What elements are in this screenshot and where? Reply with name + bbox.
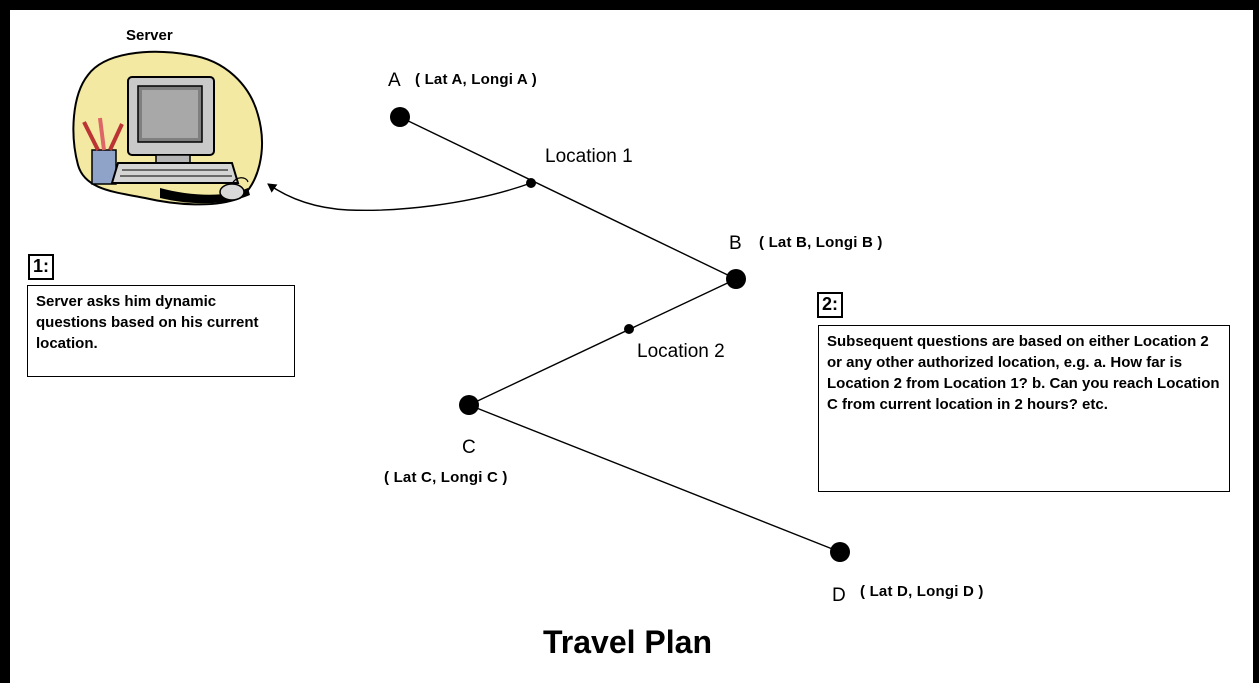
location2-dot bbox=[624, 324, 634, 334]
location2-label: Location 2 bbox=[637, 341, 725, 362]
node-d-dot bbox=[830, 542, 850, 562]
location1-to-server-arrow bbox=[267, 182, 532, 211]
route-a-to-b bbox=[399, 116, 737, 280]
diagram-title: Travel Plan bbox=[543, 624, 712, 660]
location1-dot bbox=[526, 178, 536, 188]
node-d-letter: D bbox=[832, 585, 846, 606]
computer-icon bbox=[72, 50, 263, 206]
node-b-coords: ( Lat B, Longi B ) bbox=[759, 234, 883, 251]
route-c-to-d bbox=[468, 404, 841, 553]
note1-number: 1: bbox=[28, 254, 55, 280]
node-a-coords: ( Lat A, Longi A ) bbox=[415, 71, 537, 88]
node-c-dot bbox=[459, 395, 479, 415]
node-a-letter: A bbox=[388, 70, 401, 91]
note1-text: Server asks him dynamic questions based … bbox=[27, 285, 295, 377]
node-b-dot bbox=[726, 269, 746, 289]
node-d-coords: ( Lat D, Longi D ) bbox=[860, 583, 984, 600]
node-a-dot bbox=[390, 107, 410, 127]
node-c-letter: C bbox=[462, 437, 476, 458]
note2-text: Subsequent questions are based on either… bbox=[818, 325, 1230, 492]
server-label: Server bbox=[126, 27, 173, 44]
node-b-letter: B bbox=[729, 233, 742, 254]
route-b-to-c bbox=[468, 278, 737, 406]
node-c-coords: ( Lat C, Longi C ) bbox=[384, 469, 508, 486]
location1-label: Location 1 bbox=[545, 146, 633, 167]
note2-number: 2: bbox=[817, 292, 844, 318]
